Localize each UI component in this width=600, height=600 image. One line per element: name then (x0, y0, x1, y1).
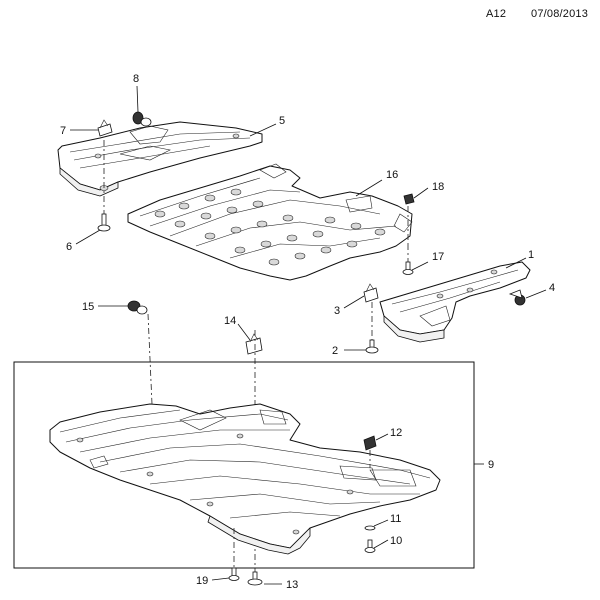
fastener-15-nut (127, 300, 153, 405)
part-1-side-shield (379, 261, 531, 343)
callout-11: 11 (390, 513, 401, 525)
callout-13: 13 (286, 579, 298, 591)
callout-1: 1 (528, 249, 534, 261)
fastener-4-clip (508, 289, 526, 306)
fastener-14-clip (245, 330, 263, 580)
fastener-18-nut (403, 193, 415, 244)
fastener-2-bolt (365, 339, 379, 354)
callout-15: 15 (82, 301, 94, 313)
fastener-11-washer (364, 525, 376, 531)
fastener-3-clip (363, 283, 379, 340)
part-5-front-shield (57, 121, 263, 197)
callout-7: 7 (60, 125, 66, 137)
callout-8: 8 (133, 73, 139, 85)
sheet-date: 07/08/2013 (531, 8, 589, 20)
part-16-floor-panel (127, 163, 413, 281)
assembled-underbody-shield (49, 403, 441, 555)
fastener-7-clip (97, 119, 113, 137)
callout-4: 4 (549, 282, 555, 294)
fastener-12-clip (363, 435, 377, 468)
assembly-frame (13, 361, 475, 569)
callout-12: 12 (390, 427, 402, 439)
callout-16: 16 (386, 169, 398, 181)
sheet-code: A12 (486, 8, 507, 20)
callout-5: 5 (279, 115, 285, 127)
callout-10: 10 (390, 535, 402, 547)
callout-14: 14 (224, 315, 236, 327)
fastener-6-bolt (97, 140, 111, 232)
callout-9: 9 (488, 459, 494, 471)
fastener-19-bolt (228, 528, 240, 581)
fastener-13-bolt (247, 571, 263, 586)
fastener-17-bolt (402, 244, 414, 275)
fastener-8-nut (132, 111, 152, 127)
callout-18: 18 (432, 181, 444, 193)
callout-17: 17 (432, 251, 444, 263)
callout-3: 3 (334, 305, 340, 317)
leader-lines (70, 85, 547, 585)
callout-6: 6 (66, 241, 72, 253)
callout-2: 2 (332, 345, 338, 357)
callout-19: 19 (196, 575, 208, 587)
fastener-10-bolt (364, 539, 376, 553)
